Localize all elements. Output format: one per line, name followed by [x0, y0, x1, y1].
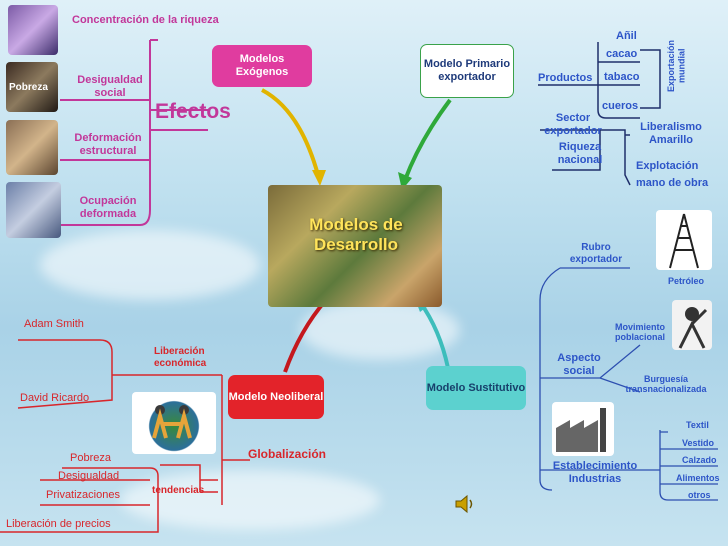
poverty-image-caption: Pobreza: [9, 82, 48, 93]
tendencia-desigualdad: Desigualdad: [58, 470, 120, 482]
globe-people-image: [132, 392, 216, 454]
explotacion-mano-obra: Explotación mano de obra: [636, 160, 709, 189]
producto-anil: Añil: [616, 30, 637, 42]
producto-tabaco: tabaco: [604, 71, 640, 83]
producto-cueros: cueros: [602, 100, 639, 112]
background-cloud: [120, 470, 380, 530]
structural-image: [6, 120, 58, 175]
aspecto-social: Aspecto social: [557, 352, 601, 377]
factory-icon: [556, 408, 606, 452]
tendencia-privatizaciones: Privatizaciones: [46, 489, 120, 501]
tendencias-label: tendencias: [152, 485, 205, 496]
occupation-image: [6, 182, 61, 238]
node-sustitutivo[interactable]: Modelo Sustitutivo: [426, 366, 526, 410]
node-neoliberal[interactable]: Modelo Neoliberal: [228, 375, 324, 419]
tendencia-pobreza: Pobreza: [70, 452, 111, 464]
producto-cacao: cacao: [606, 48, 638, 60]
industria-alimentos: Alimentos: [676, 473, 720, 483]
arrow-exogenos: [261, 88, 320, 176]
sector-exportador: Sector exportador: [544, 112, 602, 137]
derrick-icon: [669, 213, 699, 269]
arrow-sustitutivo: [418, 300, 450, 369]
person-image: [672, 300, 712, 350]
tendencia-liberacion-precios: Liberación de precios: [6, 518, 111, 530]
node-primario[interactable]: Modelo Primario exportador: [420, 44, 514, 98]
effects-title: Efectos: [155, 100, 231, 123]
person-icon: [678, 307, 708, 349]
oil-derrick-image: [656, 210, 712, 270]
arrow-primario: [403, 98, 452, 181]
industria-otros: otros: [688, 490, 711, 500]
liberacion-economica: Liberación económica: [154, 346, 207, 369]
center-image: Modelos de Desarrollo: [268, 185, 442, 307]
adam-smith: Adam Smith: [24, 318, 84, 330]
industria-textil: Textil: [686, 420, 709, 430]
node-exogenos[interactable]: Modelos Exógenos: [212, 45, 312, 87]
industria-calzado: Calzado: [682, 455, 717, 465]
petroleo-label: Petróleo: [668, 276, 705, 286]
speaker-icon[interactable]: [454, 494, 476, 519]
productos-label: Productos: [538, 72, 593, 84]
background-cloud: [300, 300, 460, 360]
industria-vestido: Vestido: [682, 438, 715, 448]
liberalismo-amarillo: Liberalismo Amarillo: [640, 121, 702, 146]
exportacion-mundial: Exportación mundial: [666, 40, 687, 93]
background-cloud: [40, 230, 260, 300]
arrow-neoliberal: [283, 298, 328, 373]
people-icon: [152, 405, 192, 439]
effect-desigualdad: Desigualdad social: [77, 74, 143, 99]
center-title: Modelos de Desarrollo: [309, 215, 403, 254]
effect-deformacion: Deformación estructural: [74, 132, 142, 157]
movimiento-poblacional: Movimiento poblacional: [614, 322, 665, 343]
david-ricardo: David Ricardo: [20, 392, 90, 404]
riqueza-nacional: Riqueza nacional: [557, 141, 603, 166]
rubro-exportador: Rubro exportador: [569, 242, 623, 265]
burguesia: Burguesía transnacionalizada: [625, 374, 707, 395]
effect-ocupacion: Ocupación deformada: [79, 195, 137, 220]
effect-concentracion: Concentración de la riqueza: [72, 14, 219, 26]
poverty-image: Pobreza: [6, 62, 58, 112]
establecimiento-industrias: Establecimiento Industrias: [552, 460, 638, 485]
globalizacion: Globalización: [248, 447, 327, 461]
factory-image: [552, 402, 614, 456]
wealth-image: [8, 5, 58, 55]
